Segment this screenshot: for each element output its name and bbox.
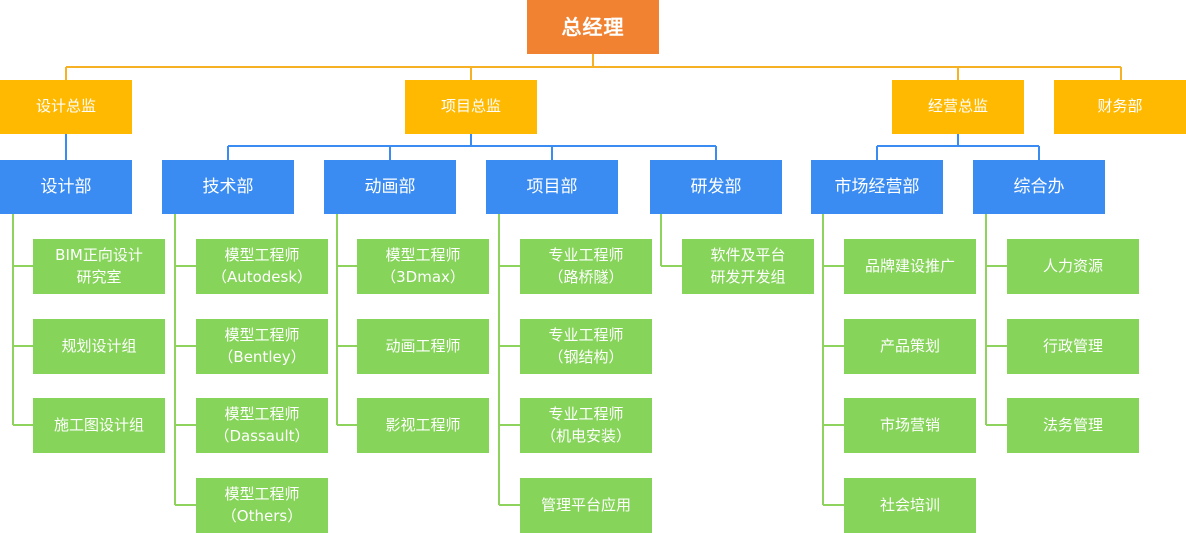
department-general-office[interactable]: 综合办 <box>973 160 1105 214</box>
team-model-engineer-3dmax[interactable]: 模型工程师 （3Dmax） <box>357 239 489 294</box>
team-model-engineer-bentley[interactable]: 模型工程师 （Bentley） <box>196 319 328 374</box>
team-engineer-steel-structure[interactable]: 专业工程师 （钢结构） <box>520 319 652 374</box>
team-human-resources[interactable]: 人力资源 <box>1007 239 1139 294</box>
design-director-box[interactable]: 设计总监 <box>0 80 132 134</box>
team-bim-research[interactable]: BIM正向设计 研究室 <box>33 239 165 294</box>
department-marketing[interactable]: 市场经营部 <box>811 160 943 214</box>
team-product-planning[interactable]: 产品策划 <box>844 319 976 374</box>
team-planning-design[interactable]: 规划设计组 <box>33 319 165 374</box>
team-management-platform[interactable]: 管理平台应用 <box>520 478 652 533</box>
department-rnd[interactable]: 研发部 <box>650 160 782 214</box>
department-project[interactable]: 项目部 <box>486 160 618 214</box>
team-engineer-road-bridge-tunnel[interactable]: 专业工程师 （路桥隧） <box>520 239 652 294</box>
team-administration[interactable]: 行政管理 <box>1007 319 1139 374</box>
department-animation[interactable]: 动画部 <box>324 160 456 214</box>
team-software-platform-dev[interactable]: 软件及平台 研发开发组 <box>682 239 814 294</box>
team-model-engineer-dassault[interactable]: 模型工程师 （Dassault） <box>196 398 328 453</box>
ceo-box[interactable]: 总经理 <box>527 0 659 54</box>
project-director-box[interactable]: 项目总监 <box>405 80 537 134</box>
department-design[interactable]: 设计部 <box>0 160 132 214</box>
finance-department-box[interactable]: 财务部 <box>1054 80 1186 134</box>
team-engineer-mep-installation[interactable]: 专业工程师 （机电安装） <box>520 398 652 453</box>
team-film-engineer[interactable]: 影视工程师 <box>357 398 489 453</box>
team-marketing-sales[interactable]: 市场营销 <box>844 398 976 453</box>
team-brand-promotion[interactable]: 品牌建设推广 <box>844 239 976 294</box>
team-model-engineer-others[interactable]: 模型工程师 （Others） <box>196 478 328 533</box>
team-social-training[interactable]: 社会培训 <box>844 478 976 533</box>
department-technology[interactable]: 技术部 <box>162 160 294 214</box>
business-director-box[interactable]: 经营总监 <box>892 80 1024 134</box>
team-model-engineer-autodesk[interactable]: 模型工程师 （Autodesk） <box>196 239 328 294</box>
team-animation-engineer[interactable]: 动画工程师 <box>357 319 489 374</box>
team-construction-drawing[interactable]: 施工图设计组 <box>33 398 165 453</box>
team-legal-affairs[interactable]: 法务管理 <box>1007 398 1139 453</box>
